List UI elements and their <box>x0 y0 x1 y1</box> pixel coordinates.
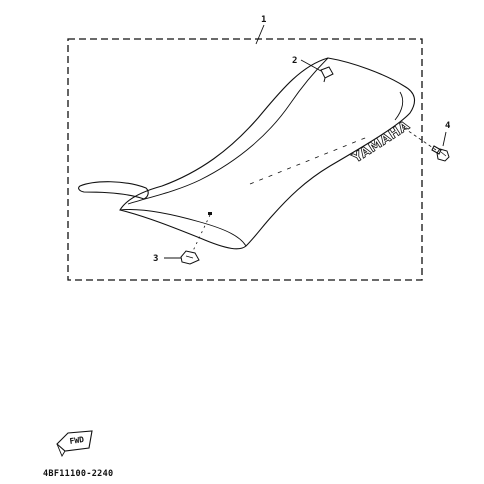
callout-number-4: 4 <box>445 121 451 131</box>
fwd-direction-badge: FWD <box>56 430 93 457</box>
bolt-part <box>431 145 450 162</box>
nut-part <box>180 250 200 265</box>
clip-part <box>320 66 334 83</box>
callout-number-3: 3 <box>153 254 158 264</box>
mount-hole-marker <box>208 212 212 215</box>
callout-number-1: 1 <box>261 15 266 25</box>
bolt-alignment-line <box>403 127 437 151</box>
callout-leader-4 <box>442 131 447 147</box>
part-reference-code: 4BF11100-2240 <box>43 469 113 479</box>
fwd-label: FWD <box>69 435 85 446</box>
assembly-boundary-box <box>67 38 423 281</box>
callout-leader-2 <box>300 59 322 72</box>
seat-brand-text: YAMAHA <box>349 118 413 167</box>
seat-body <box>119 57 416 250</box>
nut-alignment-line <box>191 214 211 254</box>
seat-front-hook <box>78 181 149 200</box>
callout-number-2: 2 <box>292 56 297 66</box>
callout-leader-1 <box>255 24 265 45</box>
